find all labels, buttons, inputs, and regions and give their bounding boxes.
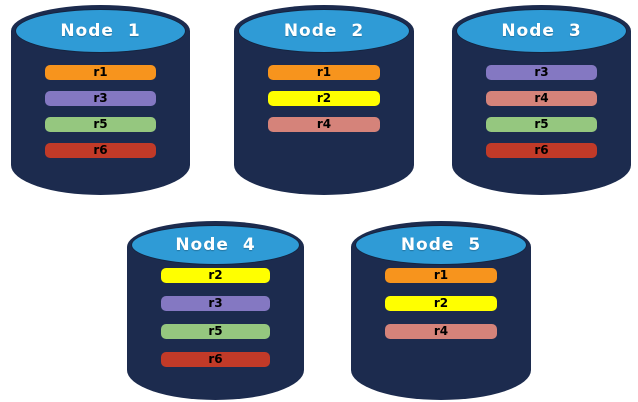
node-5-cylinder: Node 5 r1 r2 r4 [351, 221, 531, 400]
replica-bars: r1 r2 r4 [351, 268, 531, 339]
cylinder-top: Node 1 [15, 9, 186, 53]
cylinder-top: Node 3 [456, 9, 627, 53]
node-1-cylinder: Node 1 r1 r3 r5 r6 [11, 5, 190, 195]
node-2-cylinder: Node 2 r1 r2 r4 [234, 5, 414, 195]
replica-bars: r1 r2 r4 [234, 65, 414, 132]
replica-r5-bar: r5 [160, 324, 271, 339]
replica-r6-bar: r6 [160, 352, 271, 367]
replica-r1-bar: r1 [268, 65, 380, 80]
node-3-cylinder: Node 3 r3 r4 r5 r6 [452, 5, 631, 195]
replica-r4-bar: r4 [385, 324, 497, 339]
replica-r1-bar: r1 [385, 268, 497, 283]
cylinder-top: Node 2 [238, 9, 410, 53]
replica-bars: r1 r3 r5 r6 [11, 65, 190, 158]
replica-bars: r3 r4 r5 r6 [452, 65, 631, 158]
cylinder-top: Node 4 [131, 225, 300, 265]
cylinder-top: Node 5 [355, 225, 527, 265]
replica-r3-bar: r3 [486, 65, 597, 80]
replica-bars: r2 r3 r5 r6 [127, 268, 304, 367]
replica-r6-bar: r6 [486, 143, 597, 158]
node-4-cylinder: Node 4 r2 r3 r5 r6 [127, 221, 304, 400]
replica-r4-bar: r4 [486, 91, 597, 106]
node-label: Node 1 [60, 21, 141, 41]
replica-r5-bar: r5 [486, 117, 597, 132]
node-label: Node 4 [175, 235, 256, 255]
node-label: Node 2 [283, 21, 365, 41]
replica-r2-bar: r2 [385, 296, 497, 311]
replica-r1-bar: r1 [45, 65, 156, 80]
replica-r6-bar: r6 [45, 143, 156, 158]
node-label: Node 3 [501, 21, 582, 41]
replica-r4-bar: r4 [268, 117, 380, 132]
replica-r5-bar: r5 [45, 117, 156, 132]
replica-r2-bar: r2 [268, 91, 380, 106]
node-label: Node 5 [400, 235, 482, 255]
replica-r3-bar: r3 [160, 296, 271, 311]
replica-r3-bar: r3 [45, 91, 156, 106]
replica-r2-bar: r2 [160, 268, 271, 283]
